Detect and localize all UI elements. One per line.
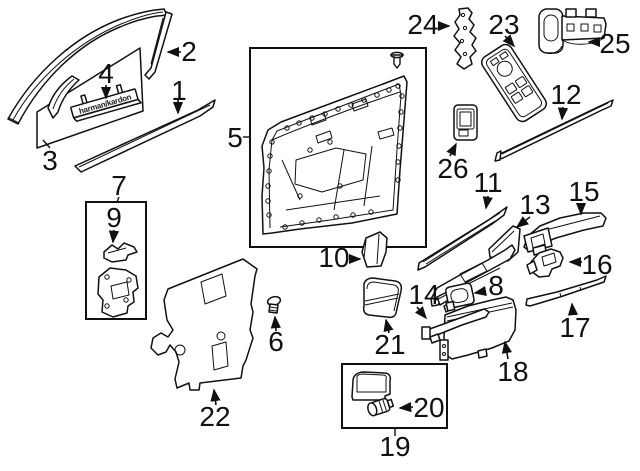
callout-21-label[interactable]: 21 xyxy=(374,329,405,360)
lower-trim-strip xyxy=(525,275,607,307)
callout-20-label[interactable]: 20 xyxy=(413,392,444,423)
armrest-pad xyxy=(523,212,607,256)
callout-12-arrow xyxy=(557,106,569,121)
pillar-applique-panel xyxy=(36,47,144,149)
switch-bracket xyxy=(453,7,477,70)
group-box-part-7 xyxy=(85,201,147,320)
mounting-bracket-small xyxy=(103,242,138,263)
callout-7-label[interactable]: 7 xyxy=(111,170,127,201)
callout-23-label[interactable]: 23 xyxy=(488,9,519,40)
bulb xyxy=(367,397,395,417)
callout-9-arrow xyxy=(108,229,120,244)
callout-21-arrow xyxy=(383,318,394,334)
callout-2-label[interactable]: 2 xyxy=(181,36,197,67)
callout-17-label[interactable]: 17 xyxy=(559,312,590,343)
group-box-part-19 xyxy=(341,363,448,429)
callout-15-label[interactable]: 15 xyxy=(568,176,599,207)
callout-6-arrow xyxy=(270,315,281,332)
mounting-bracket-large xyxy=(97,267,139,318)
callout-26-label[interactable]: 26 xyxy=(437,153,468,184)
callout-10-label[interactable]: 10 xyxy=(318,242,349,273)
callout-13-arrow xyxy=(515,216,531,228)
insulation-pad xyxy=(150,258,258,391)
callout-8-arrow xyxy=(473,285,487,297)
callout-8-label[interactable]: 8 xyxy=(488,270,504,301)
callout-1-label[interactable]: 1 xyxy=(171,75,187,106)
callout-19-label[interactable]: 19 xyxy=(379,431,410,462)
callout-6-label[interactable]: 6 xyxy=(268,326,284,357)
lower-pocket-panel xyxy=(439,296,517,361)
callout-4-label[interactable]: 4 xyxy=(98,58,114,89)
upper-trim-strip xyxy=(494,99,614,162)
group-box-part-5 xyxy=(249,47,427,248)
callout-3-label[interactable]: 3 xyxy=(42,145,58,176)
callout-18-arrow xyxy=(501,340,512,360)
callout-7-tick xyxy=(116,196,120,203)
belt-molding-strip xyxy=(74,99,216,173)
corner-wedge-cover xyxy=(361,231,388,268)
window-switch-panel xyxy=(480,43,548,123)
callout-25-label[interactable]: 25 xyxy=(599,28,630,59)
callout-17-arrow xyxy=(567,302,579,316)
callout-14-label[interactable]: 14 xyxy=(408,279,439,310)
callout-labels: 1 2 3 4 5 6 7 8 9 10 11 12 13 14 15 16 1… xyxy=(42,9,630,462)
callout-18-label[interactable]: 18 xyxy=(497,356,528,387)
callout-9-label[interactable]: 9 xyxy=(106,202,122,233)
callout-23-arrow xyxy=(502,34,516,48)
callout-12-label[interactable]: 12 xyxy=(550,79,581,110)
callout-16-label[interactable]: 16 xyxy=(581,249,612,280)
trim-clip xyxy=(266,295,282,314)
pocket-trim-strip xyxy=(421,308,490,344)
callout-arrows xyxy=(42,20,601,436)
screw-icon xyxy=(390,51,404,69)
speaker-corner-cover xyxy=(362,277,403,319)
panel-bolt-holes xyxy=(265,83,405,230)
courtesy-lamp-housing xyxy=(351,371,392,401)
callout-20-arrow xyxy=(398,402,414,413)
callout-13-label[interactable]: 13 xyxy=(519,189,550,220)
callout-14-arrow xyxy=(414,306,428,320)
callout-26-arrow xyxy=(446,142,457,157)
callout-5-label[interactable]: 5 xyxy=(227,122,243,153)
door-inner-panel xyxy=(261,51,408,235)
door-pull-handle xyxy=(538,8,607,54)
window-frame-molding xyxy=(7,8,173,125)
callout-22-arrow xyxy=(210,388,221,406)
callout-11-arrow xyxy=(482,195,493,210)
handle-bezel xyxy=(444,282,475,312)
armrest-bracket xyxy=(526,248,564,278)
callout-22-label[interactable]: 22 xyxy=(199,401,230,432)
callout-11-label[interactable]: 11 xyxy=(473,167,502,198)
callout-24-label[interactable]: 24 xyxy=(407,9,438,40)
waistline-trim xyxy=(417,206,508,271)
callout-3-tick xyxy=(42,139,51,149)
single-switch xyxy=(453,104,478,141)
